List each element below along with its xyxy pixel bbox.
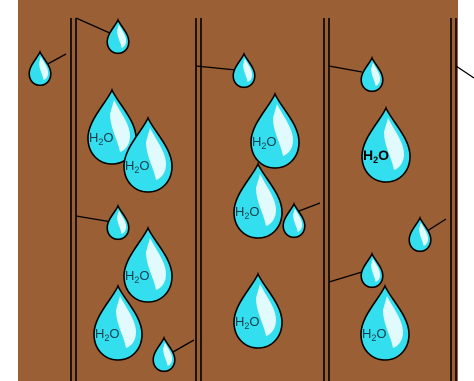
h2o-label-h: H <box>362 326 371 341</box>
h2o-label-h: H <box>125 268 134 283</box>
h2o-label-o: O <box>376 326 386 341</box>
h2o-label-o: O <box>103 130 113 145</box>
h2o-label-o: O <box>249 314 259 329</box>
h2o-label-h: H <box>125 158 134 173</box>
h2o-label-h: H <box>252 134 261 149</box>
h2o-label-h: H <box>235 314 244 329</box>
h2o-label-o: O <box>139 268 149 283</box>
h2o-label-h: H <box>89 130 98 145</box>
h2o-label-h: H <box>235 204 244 219</box>
h2o-label-h: H <box>95 326 104 341</box>
h2o-label-o: O <box>109 326 119 341</box>
h2o-label-o: O <box>249 204 259 219</box>
h2o-label-o: O <box>266 134 276 149</box>
h2o-label-h: H <box>363 147 373 163</box>
h2o-label-o: O <box>139 158 149 173</box>
h2o-label-o: O <box>378 147 389 163</box>
